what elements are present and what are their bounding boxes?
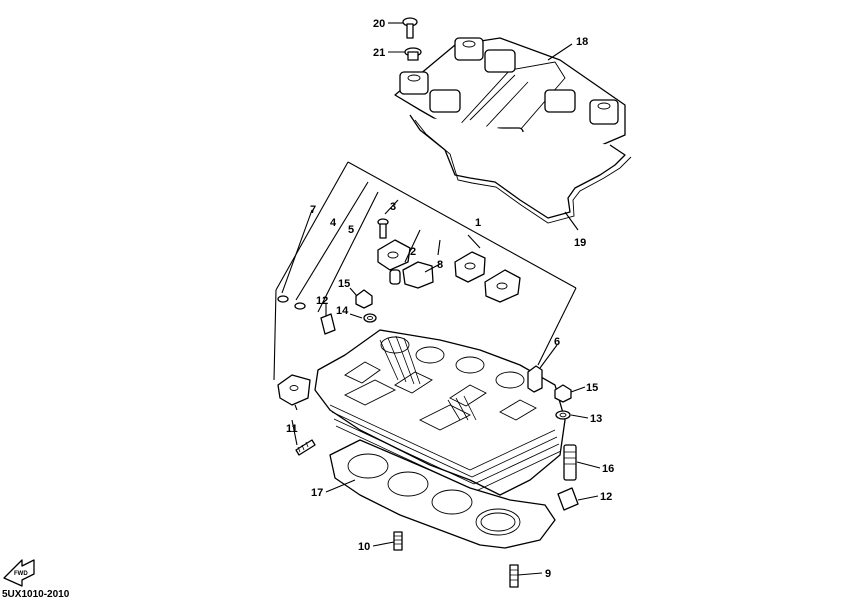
callout-15-upper: 15 — [338, 278, 350, 290]
callout-2: 2 — [410, 246, 416, 258]
cam-cap-bolt-3 — [377, 218, 389, 239]
callout-20: 20 — [373, 18, 385, 30]
callout-6: 6 — [554, 336, 560, 348]
fwd-arrow-icon: FWD — [3, 559, 35, 587]
callout-5: 5 — [348, 224, 354, 236]
plug-15-lower — [554, 384, 572, 403]
callout-7: 7 — [310, 204, 316, 216]
washer-5 — [294, 302, 306, 310]
cap-12-upper — [320, 313, 336, 335]
callout-18: 18 — [576, 36, 588, 48]
callout-14: 14 — [336, 305, 349, 317]
head-gasket — [329, 439, 556, 549]
callout-4: 4 — [330, 217, 337, 229]
callout-15-lower: 15 — [586, 382, 598, 394]
washer-13 — [555, 410, 571, 420]
head-side-bracket — [277, 374, 311, 406]
stud-11 — [295, 439, 316, 456]
spark-plug-16 — [563, 444, 577, 481]
callout-labels: 20 21 18 19 7 4 5 3 1 2 8 15 12 14 6 15 … — [286, 18, 614, 580]
callout-10: 10 — [358, 541, 370, 553]
callout-12-upper: 12 — [316, 295, 328, 307]
callout-1: 1 — [475, 217, 481, 229]
callout-3: 3 — [390, 201, 396, 213]
washer-14 — [363, 313, 377, 323]
callout-12-lower: 12 — [600, 491, 612, 503]
cover-washer-21 — [404, 47, 422, 61]
callout-19: 19 — [574, 237, 586, 249]
callout-21: 21 — [373, 47, 385, 59]
valve-cover-gasket — [409, 114, 632, 224]
guide-6 — [527, 365, 543, 393]
dowel-pin-2 — [389, 269, 401, 285]
cylinder-head — [314, 329, 566, 496]
stud-10 — [393, 531, 403, 551]
leader-lines — [273, 22, 601, 576]
camshaft-caps — [377, 239, 521, 303]
callout-13: 13 — [590, 413, 602, 425]
plug-15-upper — [355, 289, 373, 309]
stud-9 — [509, 564, 519, 588]
callout-8: 8 — [437, 259, 443, 271]
callout-9: 9 — [545, 568, 551, 580]
cap-12-lower — [557, 487, 579, 511]
diagram-code: 5UX1010-2010 — [2, 589, 70, 600]
callout-17: 17 — [311, 487, 323, 499]
callout-11: 11 — [286, 423, 298, 435]
fwd-label: FWD — [14, 571, 28, 577]
callout-16: 16 — [602, 463, 614, 475]
bolt-7 — [277, 295, 289, 303]
cover-bolt-20 — [402, 17, 418, 39]
